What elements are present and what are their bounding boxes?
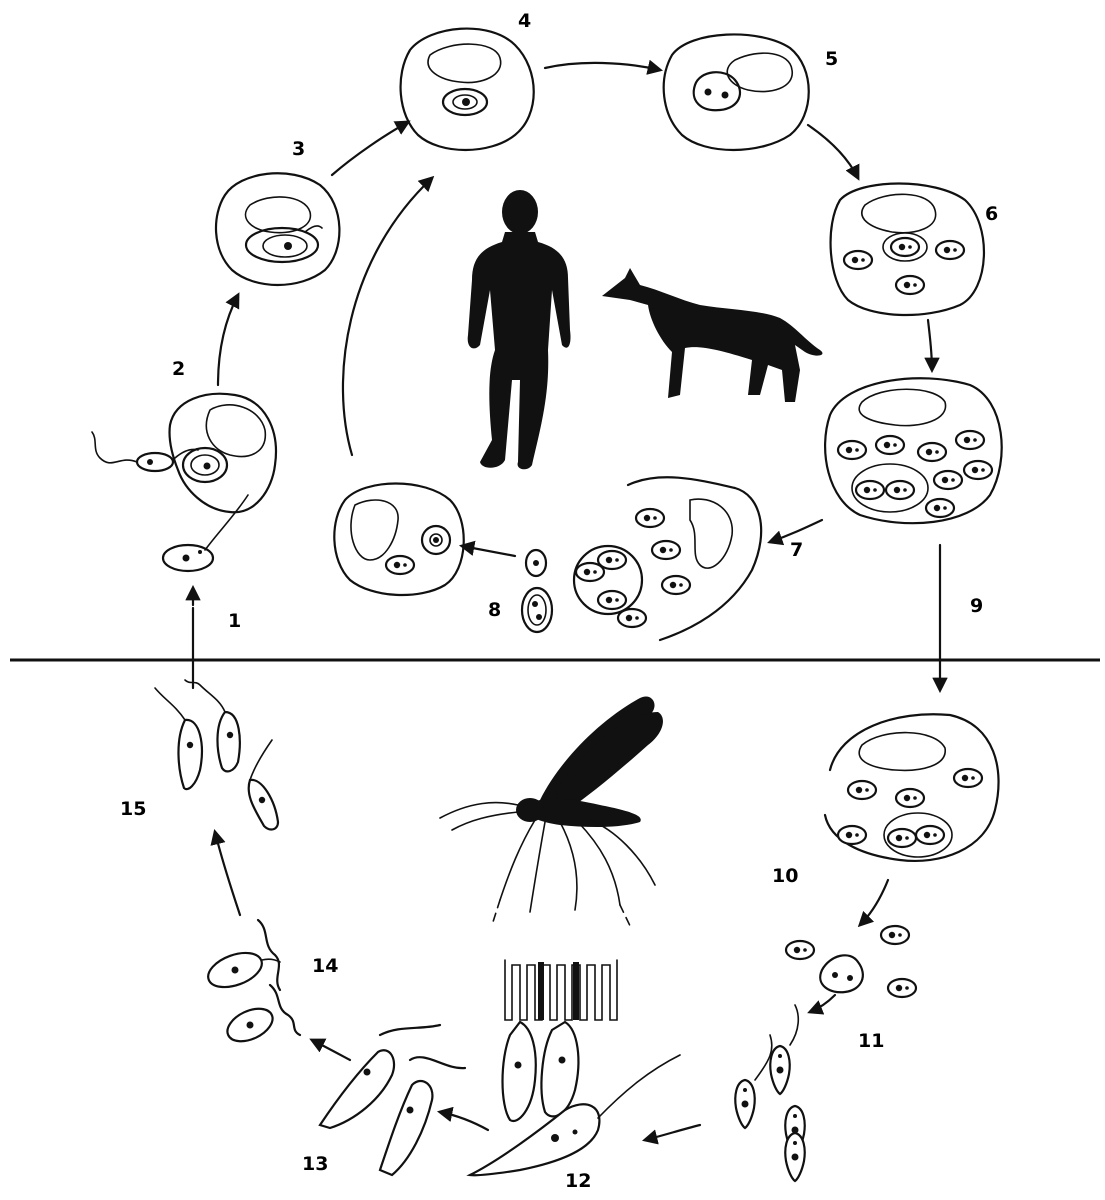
stage-label-13: 13 bbox=[302, 1153, 328, 1175]
stage-label-2: 2 bbox=[172, 358, 185, 380]
stage-label-15: 15 bbox=[120, 798, 146, 820]
stage-label-9: 9 bbox=[970, 595, 983, 617]
midgut-microvilli bbox=[505, 960, 617, 1020]
stage-label-11: 11 bbox=[858, 1030, 884, 1052]
stage-label-5: 5 bbox=[825, 48, 838, 70]
stage-1-promastigote bbox=[163, 495, 248, 571]
stage-15-metacyclic-promastigotes bbox=[155, 680, 278, 829]
stage-label-8: 8 bbox=[488, 599, 501, 621]
stage-label-4: 4 bbox=[518, 10, 531, 32]
stage-7-macrophage-rupture bbox=[574, 477, 761, 640]
stage-5-amastigote-dividing bbox=[664, 34, 809, 150]
stage-label-10: 10 bbox=[772, 865, 798, 887]
human-silhouette-icon bbox=[468, 190, 571, 469]
stage-3-macrophage-engulfing bbox=[216, 173, 339, 285]
stage-label-14: 14 bbox=[312, 955, 338, 977]
stage-10-ingested-macrophage bbox=[825, 714, 999, 861]
stage-label-1: 1 bbox=[228, 610, 241, 632]
stage-label-12: 12 bbox=[565, 1170, 591, 1192]
stage-label-3: 3 bbox=[292, 138, 305, 160]
stage-12-procyclic-promastigotes bbox=[470, 960, 680, 1175]
stage-11-promastigote-transform bbox=[735, 1005, 804, 1181]
stage-8-free-amastigotes bbox=[522, 550, 552, 632]
sandfly-icon bbox=[440, 696, 663, 930]
stage-label-6: 6 bbox=[985, 203, 998, 225]
stage-14-attached-promastigotes bbox=[204, 920, 300, 1048]
stage-6-macrophage-multiplying bbox=[831, 184, 984, 316]
stage-7-macrophage-packed bbox=[825, 378, 1002, 523]
dog-silhouette-icon bbox=[602, 268, 822, 402]
stage-13-nectomonad-promastigotes bbox=[320, 1025, 465, 1175]
stage-8-new-macrophage bbox=[334, 484, 463, 596]
stage-label-7: 7 bbox=[790, 539, 803, 561]
stage-4-macrophage-amastigote bbox=[401, 29, 534, 150]
stage-11-amastigotes-released bbox=[786, 926, 916, 997]
